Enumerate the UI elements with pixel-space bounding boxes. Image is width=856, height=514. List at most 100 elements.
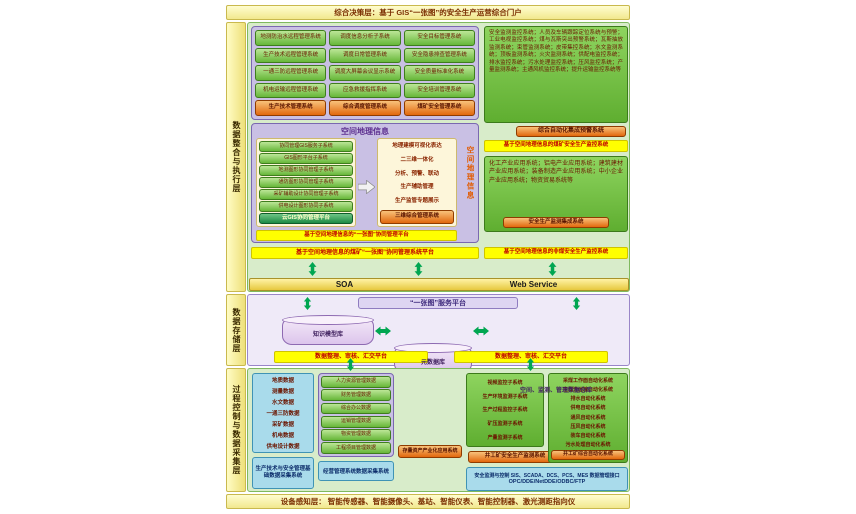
system-footer: 煤矿安全管理系统 [403, 100, 475, 116]
system-footer: 生产技术管理系统 [255, 100, 327, 116]
gis-panel: 空间地理信息 协同管理GIS服务子系统 GIS图形平台子系统 地测图形协同管理子… [251, 123, 479, 243]
data-item: 水文数据 [271, 399, 294, 406]
storage-layer: 数据存储层 “一张图”服务平台 知识模型库 元数据库 空间、监测、管理数据仓库 … [226, 294, 630, 401]
one-map-service-platform: “一张图”服务平台 [358, 297, 518, 309]
portal-systems-panel: 地测防治水远程管理系统 生产技术远程管理系统 一通三防远程管理系统 机电运输远程… [251, 26, 479, 120]
data-item: 测量数据 [271, 388, 294, 395]
gis-subsystem-item: 采矿辅助设计协同管理子系统 [259, 189, 353, 200]
tech-collection-footer: 生产技术与安全管理基础数据采集系统 [252, 457, 314, 489]
architecture-diagram: 综合决策层：基于 GIS“一张图”的安全生产运营综合门户 数据整合与执行层 地测… [226, 5, 630, 509]
double-arrow-icon [526, 358, 535, 371]
system-item: 主煤流运输自动化系统 [562, 387, 613, 394]
gis-capability-item: 地理建模可视化表达 [392, 143, 442, 150]
system-item: 调度大屏幕会议显示系统 [329, 65, 401, 81]
data-item: 机电数据 [271, 433, 294, 440]
double-arrow-icon [308, 262, 317, 276]
data-item: 工程项目管理数据 [321, 442, 391, 454]
data-item: 运销管理数据 [321, 415, 391, 428]
gis-capability-item: 生产监管专题展示 [394, 198, 439, 205]
data-item: 人力资源管理数据 [321, 376, 391, 388]
coal-monitoring-footer-bar: 基于空间地理信息的煤矿安全生产监控系统 [484, 140, 628, 152]
flow-arrow-icon [358, 180, 375, 194]
soa-service-bar: SOA Web Service [249, 278, 629, 291]
gis-capability-item: 分析、预警、联动 [394, 170, 439, 177]
storage-layer-content: “一张图”服务平台 知识模型库 元数据库 空间、监测、管理数据仓库 数据整理、审… [247, 294, 630, 401]
industry-monitoring-button: 安全生产监测集成系统 [503, 217, 609, 228]
system-item: 地测防治水远程管理系统 [255, 30, 327, 46]
double-arrow-icon [303, 297, 312, 310]
gis-subsystem-item: 供电设计图形协同子系统 [259, 201, 353, 212]
gis-panel-title: 空间地理信息 [341, 127, 389, 136]
gis-subsystem-item: 地测图形协同管理子系统 [259, 165, 353, 176]
system-item: 安全目标管理系统 [403, 30, 475, 46]
interface-line: OPC/DDE/NetDDE/ODBC/FTP [508, 478, 586, 485]
device-perception-banner: 设备感知层： 智能传感器、智能摄像头、基站、智能仪表、智能控制器、激光测距指向仪 [226, 494, 630, 509]
decision-layer-banner: 综合决策层：基于 GIS“一张图”的安全生产运营综合门户 [226, 5, 630, 20]
webservice-label: Web Service [509, 280, 558, 289]
system-item: 装车自动化系统 [570, 432, 606, 439]
double-arrow-horizontal-icon [473, 326, 489, 336]
gis-subsystem-item: 协同管理GIS服务子系统 [259, 141, 353, 152]
scada-interface-bar: 安全监测与控制 SIS、SCADA、DCS、PCS、MES 数据管理接口 OPC… [466, 467, 628, 491]
automation-box: 采煤工作面自动化系统 主煤流运输自动化系统 排水自动化系统 供电自动化系统 通风… [548, 373, 628, 463]
knowledge-model-db: 知识模型库 [282, 315, 374, 345]
data-item: 供电设计数据 [266, 444, 300, 451]
process-layer: 过程控制与数据采集层 地质数据 测量数据 水文数据 一通三防数据 采矿数据 机电… [226, 368, 630, 492]
industry-footer-bar: 基于空间地理信息的非煤安全生产监控系统 [484, 247, 628, 259]
double-arrow-icon [346, 358, 355, 371]
safety-monitor-box: 视频监控子系统 生产环境监测子系统 生产过程监控子系统 矿压监测子系统 产量监测… [466, 373, 544, 447]
system-item: 安全培训管理系统 [403, 82, 475, 99]
industry-text: 化工产业应用系统；铝电产业应用系统；建筑建材产业应用系统；装备制造产业应用系统；… [489, 161, 623, 184]
industry-panel: 化工产业应用系统；铝电产业应用系统；建筑建材产业应用系统；装备制造产业应用系统；… [484, 156, 628, 232]
interface-line: 安全监测与控制 SIS、SCADA、DCS、PCS、MES 数据管理接口 [474, 472, 620, 479]
system-item: 污水处理自动化系统 [565, 441, 611, 448]
double-arrow-icon [572, 297, 581, 310]
gis-subsystem-item: GIS图形平台子系统 [259, 153, 353, 164]
system-item: 生产过程监控子系统 [482, 407, 528, 414]
integration-layer-content: 地测防治水远程管理系统 生产技术远程管理系统 一通三防远程管理系统 机电运输远程… [247, 22, 630, 292]
integration-layer: 数据整合与执行层 地测防治水远程管理系统 生产技术远程管理系统 一通三防远程管理… [226, 22, 630, 292]
gis-capability-item: 二三维一体化 [400, 156, 434, 163]
data-item: 地质数据 [271, 377, 294, 384]
system-item: 压风自动化系统 [570, 423, 606, 430]
dispatch-systems-column: 调度信息分析子系统 调度日常管理系统 调度大屏幕会议显示系统 应急救援指挥系统 … [329, 30, 401, 116]
process-layer-label: 过程控制与数据采集层 [226, 368, 246, 492]
gis-subsystem-item: 通防图形协同管理子系统 [259, 177, 353, 188]
system-item: 安全隐患排查管理系统 [403, 47, 475, 64]
system-item: 采煤工作面自动化系统 [562, 378, 613, 385]
system-item: 视频监控子系统 [487, 380, 523, 387]
system-item: 供电自动化系统 [570, 405, 606, 412]
safety-systems-column: 安全目标管理系统 安全隐患排查管理系统 安全质量标准化系统 安全培训管理系统 煤… [403, 30, 475, 116]
system-item: 生产技术远程管理系统 [255, 47, 327, 64]
coal-platform-bar: 基于空间地理信息的煤矿“一张图”协同管理系统平台 [251, 247, 479, 259]
automation-integration-button: 综合自动化集成预警系统 [516, 126, 626, 137]
mine-monitoring-panel: 安全监测监控系统；人员及车辆跟踪定位系统与预警；工业电视监控系统；煤与瓦斯突出预… [484, 26, 628, 123]
system-item: 通风自动化系统 [570, 414, 606, 421]
system-item: 调度信息分析子系统 [329, 30, 401, 46]
mgmt-data-box: 人力资源管理数据 财务管理数据 综合办公数据 运销管理数据 物资管理数据 工程项… [318, 373, 394, 457]
gis-capability-item: 生产辅助管理 [400, 184, 434, 191]
data-item: 采矿数据 [271, 422, 294, 429]
system-item: 安全质量标准化系统 [403, 65, 475, 81]
automation-items: 采煤工作面自动化系统 主煤流运输自动化系统 排水自动化系统 供电自动化系统 通风… [551, 376, 625, 449]
double-arrow-icon [414, 262, 423, 276]
gis-subsystems-box: 协同管理GIS服务子系统 GIS图形平台子系统 地测图形协同管理子系统 通防图形… [256, 138, 356, 227]
data-item: 物资管理数据 [321, 429, 391, 441]
three-d-management-button: 三维综合管理系统 [380, 209, 454, 224]
system-item: 矿压监测子系统 [487, 421, 523, 428]
cloud-gis-platform-button: 云GIS协同管理平台 [259, 213, 353, 225]
process-layer-content: 地质数据 测量数据 水文数据 一通三防数据 采矿数据 机电数据 供电设计数据 生… [247, 368, 630, 492]
system-item: 排水自动化系统 [570, 396, 606, 403]
gis-capabilities-box: 地理建模可视化表达 二三维一体化 分析、预警、联动 生产辅助管理 生产监管专题展… [377, 138, 457, 227]
gis-inner-bar: 基于空间地理信息的“一张图”协同管理平台 [256, 230, 457, 241]
data-item: 财务管理数据 [321, 389, 391, 401]
soa-label: SOA [335, 280, 354, 289]
system-item: 产量监测子系统 [487, 434, 523, 441]
system-item: 调度日常管理系统 [329, 47, 401, 64]
system-footer: 综合调度管理系统 [329, 100, 401, 116]
system-item: 应急救援指挥系统 [329, 82, 401, 99]
data-item: 一通三防数据 [266, 410, 300, 417]
asset-industry-button: 存量资产产业化应用系统 [398, 445, 462, 458]
underground-automation-button: 井工矿综合自动化系统 [551, 450, 625, 460]
system-item: 一通三防远程管理系统 [255, 65, 327, 81]
